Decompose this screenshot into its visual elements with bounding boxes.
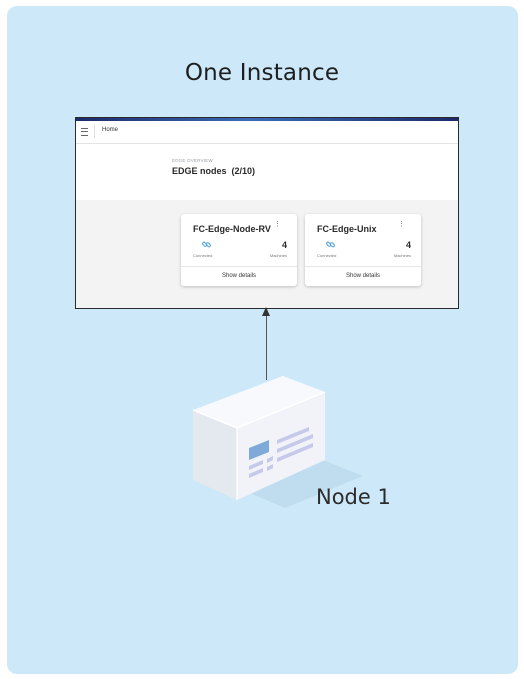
top-bar-divider: [94, 125, 95, 138]
hamburger-menu-icon[interactable]: [81, 128, 88, 136]
node-name: FC-Edge-Unix: [317, 224, 377, 234]
node-name: FC-Edge-Node-RV: [193, 224, 271, 234]
connection-arrow-head: [262, 307, 270, 316]
connection-arrow-line: [266, 315, 267, 380]
connection-status: Connected: [193, 253, 213, 258]
node-label: Node 1: [316, 485, 391, 509]
show-details-button[interactable]: Show details: [305, 266, 421, 286]
link-icon: [326, 241, 335, 248]
app-header-accent: [76, 118, 458, 121]
server-node-icon: [192, 376, 363, 508]
overview-title: EDGE nodes (2/10): [172, 166, 255, 176]
diagram-panel: [7, 6, 518, 674]
show-details-button[interactable]: Show details: [181, 266, 297, 286]
overview-label: EDGE OVERVIEW: [172, 158, 213, 163]
machines-count: 4: [405, 240, 411, 250]
overview-count: (2/10): [231, 166, 256, 176]
link-icon: [202, 241, 211, 248]
machines-count: 4: [281, 240, 287, 250]
overview-title-text: EDGE nodes: [172, 166, 227, 176]
diagram-title: One Instance: [184, 60, 340, 86]
machines-label: Machines: [269, 253, 287, 258]
more-vert-icon[interactable]: ⋮: [274, 221, 281, 228]
more-vert-icon[interactable]: ⋮: [398, 221, 405, 228]
breadcrumb-home[interactable]: Home: [102, 127, 119, 133]
node-card-fc-edge-unix[interactable]: FC-Edge-Unix ⋮ 4 Connected Machines Show…: [305, 214, 421, 286]
app-top-bar: Home: [76, 121, 458, 144]
machines-label: Machines: [393, 253, 411, 258]
app-screenshot-frame: Home EDGE OVERVIEW EDGE nodes (2/10) FC-…: [75, 117, 459, 309]
connection-status: Connected: [317, 253, 337, 258]
node-card-fc-edge-node-rv[interactable]: FC-Edge-Node-RV ⋮ 4 Connected Machines S…: [181, 214, 297, 286]
